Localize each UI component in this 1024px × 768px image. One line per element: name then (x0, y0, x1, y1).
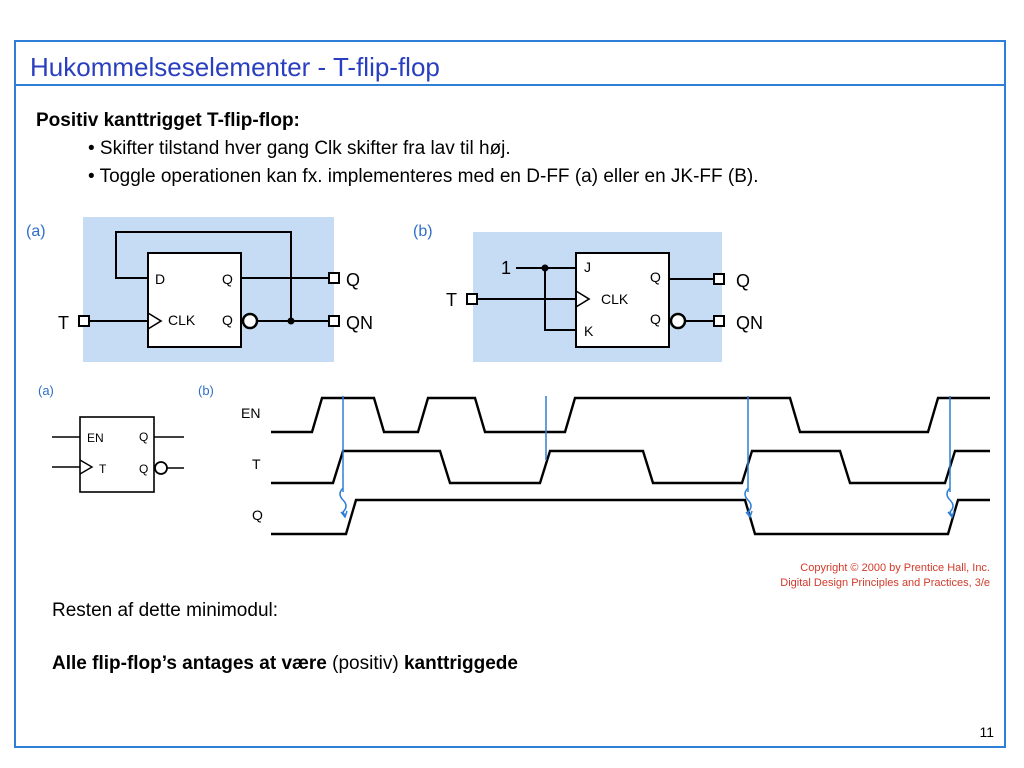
copyright-line-2: Digital Design Principles and Practices,… (780, 577, 990, 589)
jk-ff-q-label: Q (650, 269, 661, 285)
const-one-label: 1 (501, 258, 511, 278)
signal-label-q: Q (252, 507, 263, 523)
qn-output-terminal-b (713, 315, 725, 327)
section-heading: Positiv kanttrigget T-flip-flop: (36, 110, 300, 131)
diagram-b: (b) J K CLK Q Q 1 T Q QN (413, 223, 763, 362)
symbol-tag: (a) (38, 383, 54, 398)
signal-label-en: EN (241, 405, 260, 421)
feedback-wire (115, 231, 292, 321)
q-waveform (271, 498, 990, 536)
slide-title: Hukommelseselementer - T-flip-flop (30, 52, 440, 82)
t-input-label-b: T (446, 290, 457, 310)
title-bar: Hukommelseselementer - T-flip-flop (16, 42, 1004, 86)
inversion-bubble-b (669, 312, 687, 330)
d-ff-box (147, 252, 242, 348)
symbol-t-label: T (99, 462, 107, 476)
q-output-terminal-b (713, 273, 725, 285)
jk-ff-j-label: J (584, 259, 591, 275)
closing-part-2: (positiv) (326, 653, 404, 674)
t-input-label: T (58, 313, 69, 333)
copyright-line-1: Copyright © 2000 by Prentice Hall, Inc. (800, 562, 990, 574)
copyright-notice: Copyright © 2000 by Prentice Hall, Inc. … (780, 561, 990, 591)
jk-ff-k-label: K (584, 323, 594, 339)
diagram-b-tag: (b) (413, 223, 433, 240)
diagram-a: (a) D Q CLK Q Q QN T (26, 217, 373, 362)
bullet-1: • Skifter tilstand hver gang Clk skifter… (88, 138, 511, 159)
q-output-label-b: Q (736, 271, 750, 291)
q-output-label: Q (346, 270, 360, 290)
t-input-terminal (78, 315, 90, 327)
d-ff-clk-label: CLK (168, 312, 196, 328)
t-input-terminal-b (466, 293, 478, 305)
causality-arrow-1 (339, 487, 348, 519)
en-waveform (271, 396, 990, 434)
signal-label-t: T (252, 456, 261, 472)
symbol-box (79, 416, 155, 493)
page-number: 11 (979, 724, 994, 740)
t-ff-symbol: (a) EN T Q Q (38, 383, 184, 493)
symbol-qn-label: Q (139, 462, 148, 476)
jk-ff-clock-triangle (575, 290, 591, 308)
jk-ff-clk-label: CLK (601, 291, 629, 307)
closing-statement: Alle flip-flop’s antages at være (positi… (52, 653, 518, 675)
symbol-clock-triangle (79, 459, 94, 475)
timing-tag: (b) (198, 383, 214, 398)
d-ff-qn-label: Q (222, 312, 233, 328)
d-ff-q-label: Q (222, 271, 233, 287)
jk-ff-box (575, 252, 670, 348)
closing-part-1: Alle flip-flop’s antages at være (52, 653, 327, 674)
d-ff-clock-triangle (147, 312, 163, 330)
diagram-a-tag: (a) (26, 223, 46, 240)
causality-arrow-3 (946, 487, 955, 519)
symbol-inversion-bubble (154, 461, 168, 475)
bullet-2: • Toggle operationen kan fx. implementer… (88, 166, 759, 187)
jk-ff-qn-label: Q (650, 311, 661, 327)
qn-output-terminal (328, 315, 340, 327)
qn-output-label-b: QN (736, 313, 763, 333)
symbol-en-label: EN (87, 431, 104, 445)
d-ff-d-label: D (155, 271, 165, 287)
q-output-terminal (328, 272, 340, 284)
closing-part-3: kanttriggede (403, 653, 518, 674)
symbol-q-label: Q (139, 430, 148, 444)
k-wire (544, 268, 576, 331)
timing-diagram: (b) EN T Q (198, 383, 990, 536)
rest-text: Resten af dette minimodul: (52, 600, 279, 621)
t-waveform (271, 449, 990, 485)
slide-frame: Hukommelseselementer - T-flip-flop (14, 40, 1006, 748)
inversion-bubble (241, 312, 259, 330)
causality-arrow-2 (744, 487, 753, 519)
qn-output-label: QN (346, 313, 373, 333)
